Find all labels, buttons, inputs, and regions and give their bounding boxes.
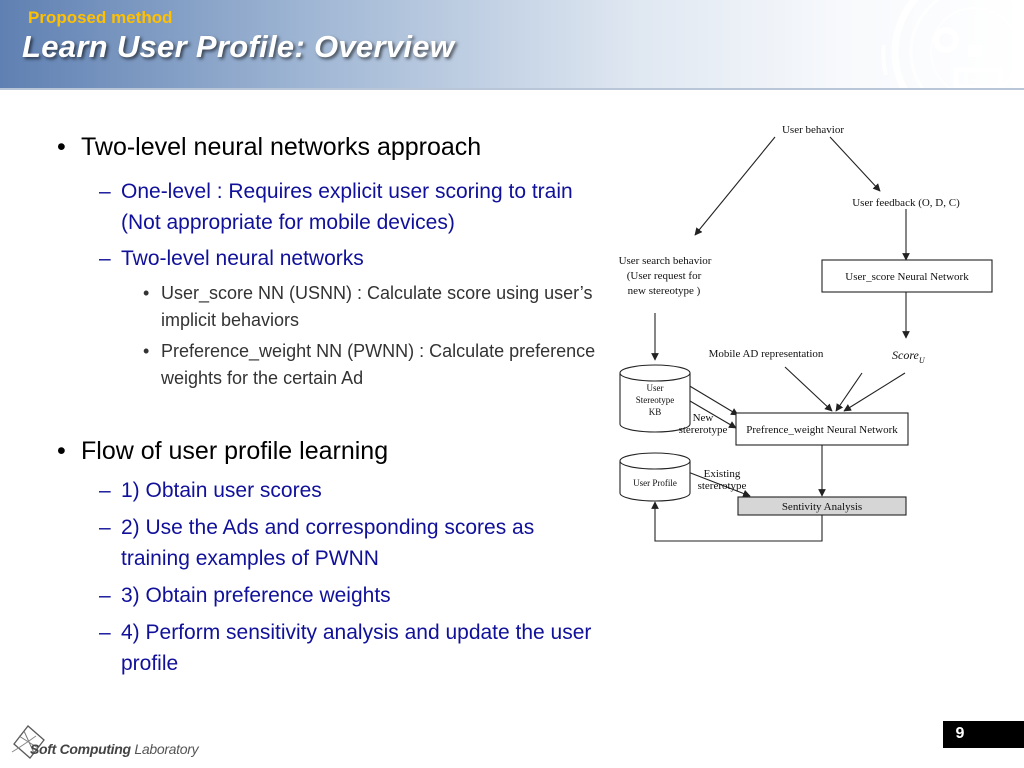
step-4: – 4) Perform sensitivity analysis and up…: [99, 621, 592, 675]
page-number-bar: [943, 721, 1024, 748]
kb-label-3: KB: [649, 407, 662, 417]
user-profile-cylinder: [619, 452, 691, 502]
score-label: ScoreU: [892, 348, 926, 365]
university-seal-watermark: [881, 0, 1024, 88]
usnn-label: User_score Neural Network: [845, 271, 969, 283]
kb-label-2: Stereotype: [636, 395, 675, 405]
page-number: 9: [955, 725, 965, 742]
header-bar: Proposed method Learn User Profile: Over…: [0, 0, 1024, 90]
bullet-two-level-approach: • Two-level neural networks approach: [57, 133, 482, 161]
page-title: Learn User Profile: Overview: [22, 29, 455, 64]
stereotype-kb-cylinder: [619, 364, 691, 433]
step-2: – 2) Use the Ads and corresponding score…: [99, 516, 535, 570]
sub-bullet-one-level: – One-level : Requires explicit user sco…: [99, 180, 573, 234]
pwnn-box: [735, 412, 909, 446]
flow-diagram: User behavior User feedback (O, D, C) Us…: [619, 124, 993, 542]
usnn-box: [821, 259, 993, 293]
kb-label-1: User: [647, 383, 664, 393]
mobile-ad-label: Mobile AD representation: [709, 348, 824, 360]
search-behavior-label-1: User search behavior: [619, 255, 712, 267]
step-3: – 3) Obtain preference weights: [99, 584, 391, 607]
lab-logo-icon: [11, 725, 45, 759]
existing-stereotype-label-1: Existing: [704, 468, 741, 480]
step-1: – 1) Obtain user scores: [99, 479, 322, 502]
pwnn-label: Prefrence_weight Neural Network: [746, 424, 898, 436]
sub-sub-bullet-pwnn: • Preference_weight NN (PWNN) : Calculat…: [143, 341, 596, 388]
new-stereotype-label-1: New: [693, 412, 714, 424]
search-behavior-label-3: new stereotype ): [628, 285, 701, 297]
bullet-flow-of-learning: • Flow of user profile learning: [57, 437, 389, 465]
user-profile-label: User Profile: [633, 478, 677, 488]
lab-logo-text: Soft Computing Laboratory: [30, 741, 199, 757]
sub-bullet-two-level: – Two-level neural networks: [99, 247, 364, 270]
sentivity-analysis-box: [737, 496, 907, 516]
sub-sub-bullet-usnn: • User_score NN (USNN) : Calculate score…: [143, 283, 593, 330]
section-label: Proposed method: [28, 8, 173, 27]
new-stereotype-label-2: stererotype: [679, 424, 728, 436]
slide-content: • Two-level neural networks approach – O…: [55, 132, 600, 679]
user-feedback-label: User feedback (O, D, C): [852, 197, 960, 209]
search-behavior-label-2: (User request for: [627, 270, 702, 282]
sentivity-analysis-label: Sentivity Analysis: [782, 501, 862, 513]
existing-stereotype-label-2: stererotype: [698, 480, 747, 492]
user-behavior-label: User behavior: [782, 124, 844, 136]
